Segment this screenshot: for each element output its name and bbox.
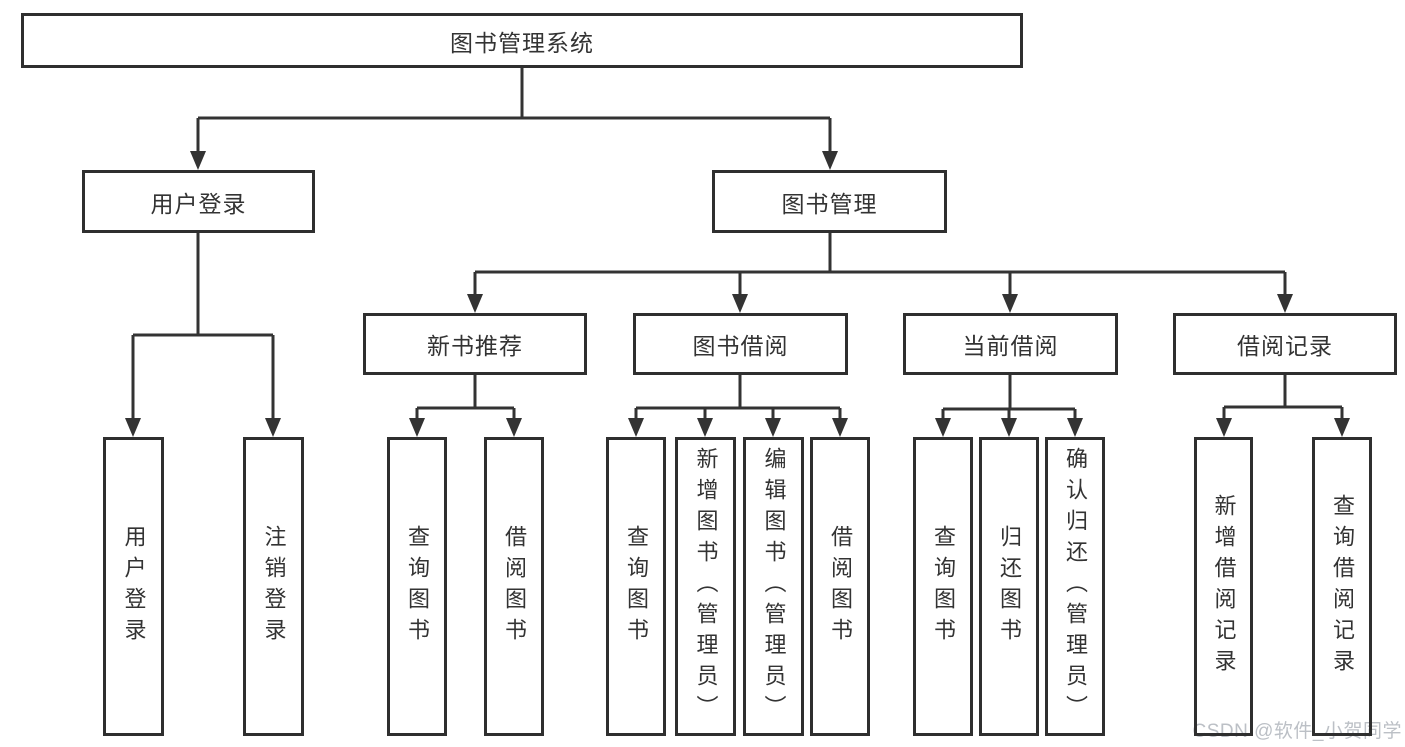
node-borrow-record-label: 借阅记录: [1237, 333, 1333, 359]
leaf-borrow-books-label: 借阅图书: [828, 524, 853, 649]
node-root: 图书管理系统: [21, 13, 1023, 68]
leaf-add-borrow-record-label: 新增借阅记录: [1211, 493, 1237, 680]
node-root-label: 图书管理系统: [450, 29, 594, 56]
leaf-borrow-query-books-label: 查询图书: [624, 524, 649, 649]
leaf-logout-label: 注销登录: [261, 524, 287, 649]
leaf-add-books-admin: 新增图书（管理员）: [675, 437, 736, 736]
leaf-logout: 注销登录: [243, 437, 304, 736]
leaf-newbook-borrow-books: 借阅图书: [484, 437, 544, 736]
leaf-return-books: 归还图书: [979, 437, 1039, 736]
node-book-management-branch: 图书管理: [712, 170, 947, 233]
leaf-confirm-return-admin-label: 确认归还（管理员）: [1063, 447, 1088, 726]
node-book-borrow-label: 图书借阅: [692, 333, 789, 359]
leaf-add-books-admin-label: 新增图书（管理员）: [693, 447, 719, 726]
leaf-query-borrow-record-label: 查询借阅记录: [1330, 493, 1355, 680]
leaf-current-query-books-label: 查询图书: [931, 524, 956, 649]
node-new-book-recommend-label: 新书推荐: [427, 333, 523, 359]
node-new-book-recommend: 新书推荐: [363, 313, 587, 375]
leaf-user-login-label: 用户登录: [121, 524, 147, 649]
node-borrow-record: 借阅记录: [1173, 313, 1397, 375]
leaf-edit-books-admin-label: 编辑图书（管理员）: [761, 447, 787, 726]
node-user-login-branch-label: 用户登录: [150, 190, 247, 217]
leaf-newbook-borrow-books-label: 借阅图书: [502, 524, 527, 649]
leaf-newbook-query-books-label: 查询图书: [405, 524, 430, 649]
leaf-return-books-label: 归还图书: [997, 524, 1022, 649]
node-current-borrow: 当前借阅: [903, 313, 1118, 375]
csdn-watermark: CSDN @软件_小贺同学: [1192, 721, 1402, 742]
arrowheads: [125, 151, 1350, 437]
leaf-borrow-query-books: 查询图书: [606, 437, 666, 736]
node-user-login-branch: 用户登录: [82, 170, 315, 233]
leaf-confirm-return-admin: 确认归还（管理员）: [1045, 437, 1105, 736]
leaf-borrow-books: 借阅图书: [810, 437, 870, 736]
node-current-borrow-label: 当前借阅: [962, 333, 1059, 359]
leaf-add-borrow-record: 新增借阅记录: [1194, 437, 1253, 736]
leaf-newbook-query-books: 查询图书: [387, 437, 447, 736]
leaf-current-query-books: 查询图书: [913, 437, 973, 736]
leaf-edit-books-admin: 编辑图书（管理员）: [743, 437, 804, 736]
node-book-management-branch-label: 图书管理: [781, 190, 878, 217]
node-book-borrow: 图书借阅: [633, 313, 848, 375]
leaf-query-borrow-record: 查询借阅记录: [1312, 437, 1372, 736]
leaf-user-login: 用户登录: [103, 437, 164, 736]
